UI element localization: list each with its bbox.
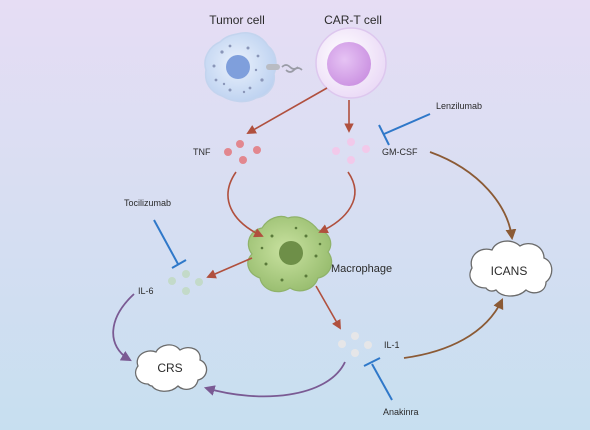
arrow-gmcsf-to-icans [429, 151, 517, 241]
arrow-macrophage-to-il1 [315, 285, 341, 330]
tumor-cell-label: Tumor cell [209, 13, 265, 27]
car-receptor-contact [266, 64, 303, 73]
tocilizumab-label: Tocilizumab [124, 198, 171, 208]
activation-arrows [206, 87, 356, 330]
arrow-il1-to-icans [403, 298, 504, 359]
lenzilumab-label: Lenzilumab [436, 101, 482, 111]
arrow-gmcsf-to-macrophage [318, 171, 356, 234]
anakinra-inhibitor [363, 357, 393, 401]
gmcsf-label: GM-CSF [382, 147, 418, 157]
inhibitors [153, 113, 431, 401]
tocilizumab-inhibitor [153, 219, 187, 269]
il1-label: IL-1 [384, 340, 400, 350]
il6-label: IL-6 [138, 286, 154, 296]
lenzilumab-inhibitor [378, 113, 431, 146]
icans-cloud [469, 240, 553, 297]
arrow-tnf-to-macrophage [227, 171, 264, 238]
il1-cytokines [338, 332, 372, 357]
gmcsf-cytokines [332, 138, 370, 164]
cart-cell [315, 27, 387, 99]
crs-label: CRS [157, 361, 182, 375]
il6-cytokines [168, 270, 203, 295]
arrow-macrophage-to-il6 [206, 257, 253, 279]
crs-cloud [134, 344, 208, 392]
arrow-il6-to-crs [112, 293, 135, 362]
tnf-cytokines [224, 140, 261, 164]
tnf-label: TNF [193, 147, 211, 157]
arrow-il1-to-crs [203, 361, 346, 398]
macrophage-label: Macrophage [331, 263, 392, 275]
tumor-cell [204, 32, 277, 103]
arrow-cart-to-tnf [246, 87, 328, 134]
icans-label: ICANS [491, 264, 528, 278]
outcome-arrows [112, 151, 517, 398]
anakinra-label: Anakinra [383, 407, 419, 417]
cart-cell-label: CAR-T cell [324, 13, 382, 27]
